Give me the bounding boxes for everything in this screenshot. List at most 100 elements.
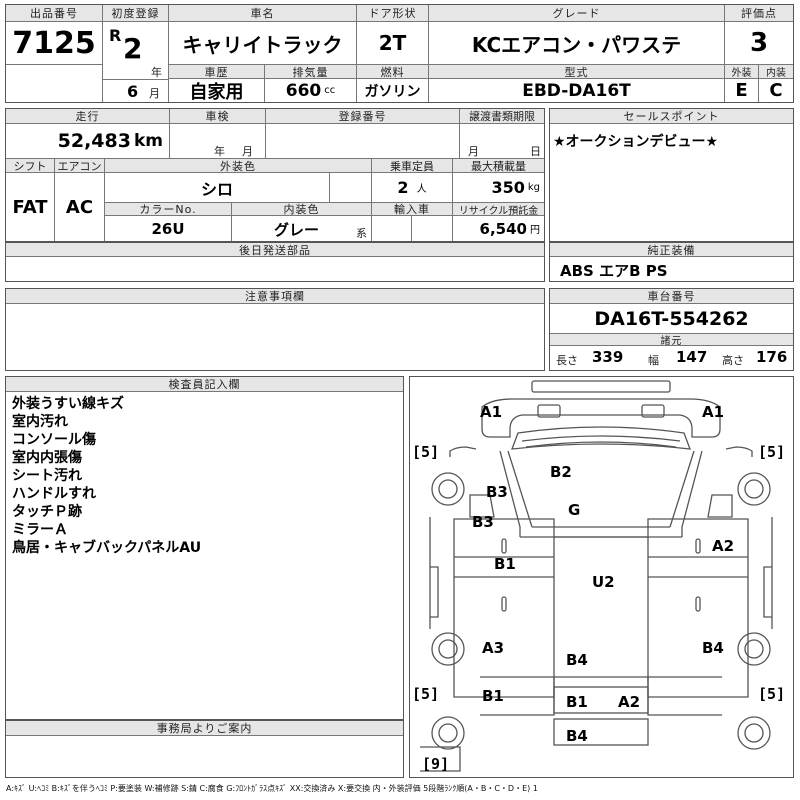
- height-label: 高さ: [722, 354, 744, 367]
- transfer-day-unit: 日: [530, 145, 541, 158]
- tire-front-left: [5]: [412, 443, 440, 461]
- damage-mark: U2: [592, 573, 615, 591]
- chassis-number: DA16T-554262: [594, 307, 749, 330]
- damage-mark: A1: [480, 403, 503, 421]
- damage-mark: B4: [566, 651, 588, 669]
- lot-no: 7125: [12, 25, 96, 61]
- recycle-label: リサイクル預託金: [452, 202, 544, 216]
- door: 2T: [356, 22, 428, 64]
- recycle: 6,540: [479, 219, 527, 238]
- fuel: ガソリン: [356, 79, 428, 102]
- inspector-line: 室内内張傷: [12, 450, 82, 466]
- inspection-month-unit: 月: [242, 145, 253, 158]
- color: シロ: [104, 173, 329, 202]
- color-label: 外装色: [104, 158, 371, 173]
- first-reg-label: 初度登録: [102, 5, 168, 22]
- mileage-unit: km: [133, 131, 163, 151]
- year-unit: 年: [151, 66, 162, 79]
- load: 350: [491, 178, 525, 197]
- damage-mark: A2: [712, 537, 735, 555]
- load-label: 最大積載量: [452, 158, 544, 173]
- ac: AC: [54, 173, 104, 241]
- header-section: 出品番号 7125 初度登録 R 2 年 6 月 車名 キャリイトラック ドア形…: [5, 4, 794, 103]
- recycle-unit: 円: [530, 225, 540, 236]
- transfer-label: 譲渡書類期限: [459, 109, 544, 124]
- height: 176: [756, 348, 788, 366]
- load-unit: kg: [527, 182, 540, 193]
- inspector-line: 外装うすい線キズ: [12, 396, 124, 412]
- car-name: キャリイトラック: [168, 22, 356, 64]
- interior-grade: C: [758, 79, 793, 102]
- genuine-text: ABS エアB PS: [560, 262, 668, 280]
- inspector-line: 鳥居・キャブバックパネルAU: [12, 540, 202, 556]
- exterior-grade: E: [724, 79, 758, 102]
- inspection-year-unit: 年: [214, 145, 225, 158]
- lot-no-label: 出品番号: [6, 5, 102, 22]
- length-label: 長さ: [556, 354, 578, 367]
- sales-point-label: セールスポイント: [550, 109, 793, 124]
- ac-label: エアコン: [54, 158, 104, 173]
- door-label: ドア形状: [356, 5, 428, 22]
- length: 339: [592, 348, 624, 366]
- inspector-line: ハンドルすれ: [12, 486, 96, 502]
- damage-mark: B4: [702, 639, 724, 657]
- car-diagram: A1 A1 B2 B3 G B3 A2 B1 U2 A3 B4 B4 B1 B1…: [409, 376, 794, 778]
- interior-label: 内装: [758, 64, 793, 79]
- dims-row: 長さ 339 幅 147 高さ 176: [550, 346, 793, 370]
- car-name-label: 車名: [168, 5, 356, 22]
- displacement-label: 排気量: [264, 64, 356, 79]
- damage-mark: B1: [566, 693, 588, 711]
- model-label: 型式: [428, 64, 724, 79]
- sales-point-text: ★オークションデビュー★: [553, 134, 719, 150]
- office-label: 事務局よりご案内: [6, 721, 403, 736]
- history-label: 車歴: [168, 64, 264, 79]
- inspector-line: ミラーＡ: [12, 522, 68, 538]
- damage-mark: B1: [482, 687, 504, 705]
- history: 自家用: [168, 79, 264, 102]
- exterior-label: 外装: [724, 64, 758, 79]
- capacity-unit: 人: [416, 184, 427, 195]
- inspection-label: 車検: [169, 109, 265, 124]
- mileage-label: 走行: [6, 109, 169, 124]
- int-color-suffix: 系: [356, 227, 367, 240]
- inspection-cell: 年 月: [169, 124, 265, 158]
- later-parts-label: 後日発送部品: [6, 243, 544, 257]
- mileage: 52,483: [57, 130, 131, 152]
- damage-mark: A2: [618, 693, 641, 711]
- color-no: 26U: [104, 216, 231, 241]
- reg-no-label: 登録番号: [265, 109, 459, 124]
- notes-section: 注意事項欄: [5, 288, 545, 371]
- grade: KCエアコン・パワステ: [428, 22, 724, 64]
- shift: FAT: [12, 196, 48, 218]
- inspector-line: タッチＰ跡: [12, 504, 82, 520]
- later-parts-section: 後日発送部品: [5, 242, 545, 282]
- width-label: 幅: [648, 354, 659, 367]
- office-section: 事務局よりご案内: [5, 720, 404, 778]
- import-label: 輸入車: [371, 202, 452, 216]
- tire-spare: [9]: [422, 755, 450, 773]
- tire-rear-right: [5]: [758, 685, 786, 703]
- dims-label: 諸元: [550, 333, 793, 346]
- width: 147: [676, 348, 708, 366]
- damage-mark: A1: [702, 403, 725, 421]
- shift-label: シフト: [6, 158, 54, 173]
- tire-rear-left: [5]: [412, 685, 440, 703]
- score: 3: [724, 22, 793, 64]
- grade-label: グレード: [428, 5, 724, 22]
- damage-legend: A:ｷｽﾞ U:ﾍｺﾐ B:ｷｽﾞを伴うﾍｺﾐ P:要塗装 W:補修跡 S:錆 …: [6, 784, 538, 793]
- inspector-label: 検査員記入欄: [6, 377, 403, 392]
- damage-mark: B3: [472, 513, 494, 531]
- int-color-label: 内装色: [231, 202, 371, 216]
- inspector-line: コンソール傷: [12, 432, 96, 448]
- int-color-cell: グレー 系: [231, 216, 371, 241]
- model: EBD-DA16T: [428, 79, 724, 102]
- capacity-label: 乗車定員: [371, 158, 452, 173]
- damage-mark: G: [568, 501, 581, 519]
- capacity: 2: [397, 178, 409, 197]
- score-label: 評価点: [724, 5, 793, 22]
